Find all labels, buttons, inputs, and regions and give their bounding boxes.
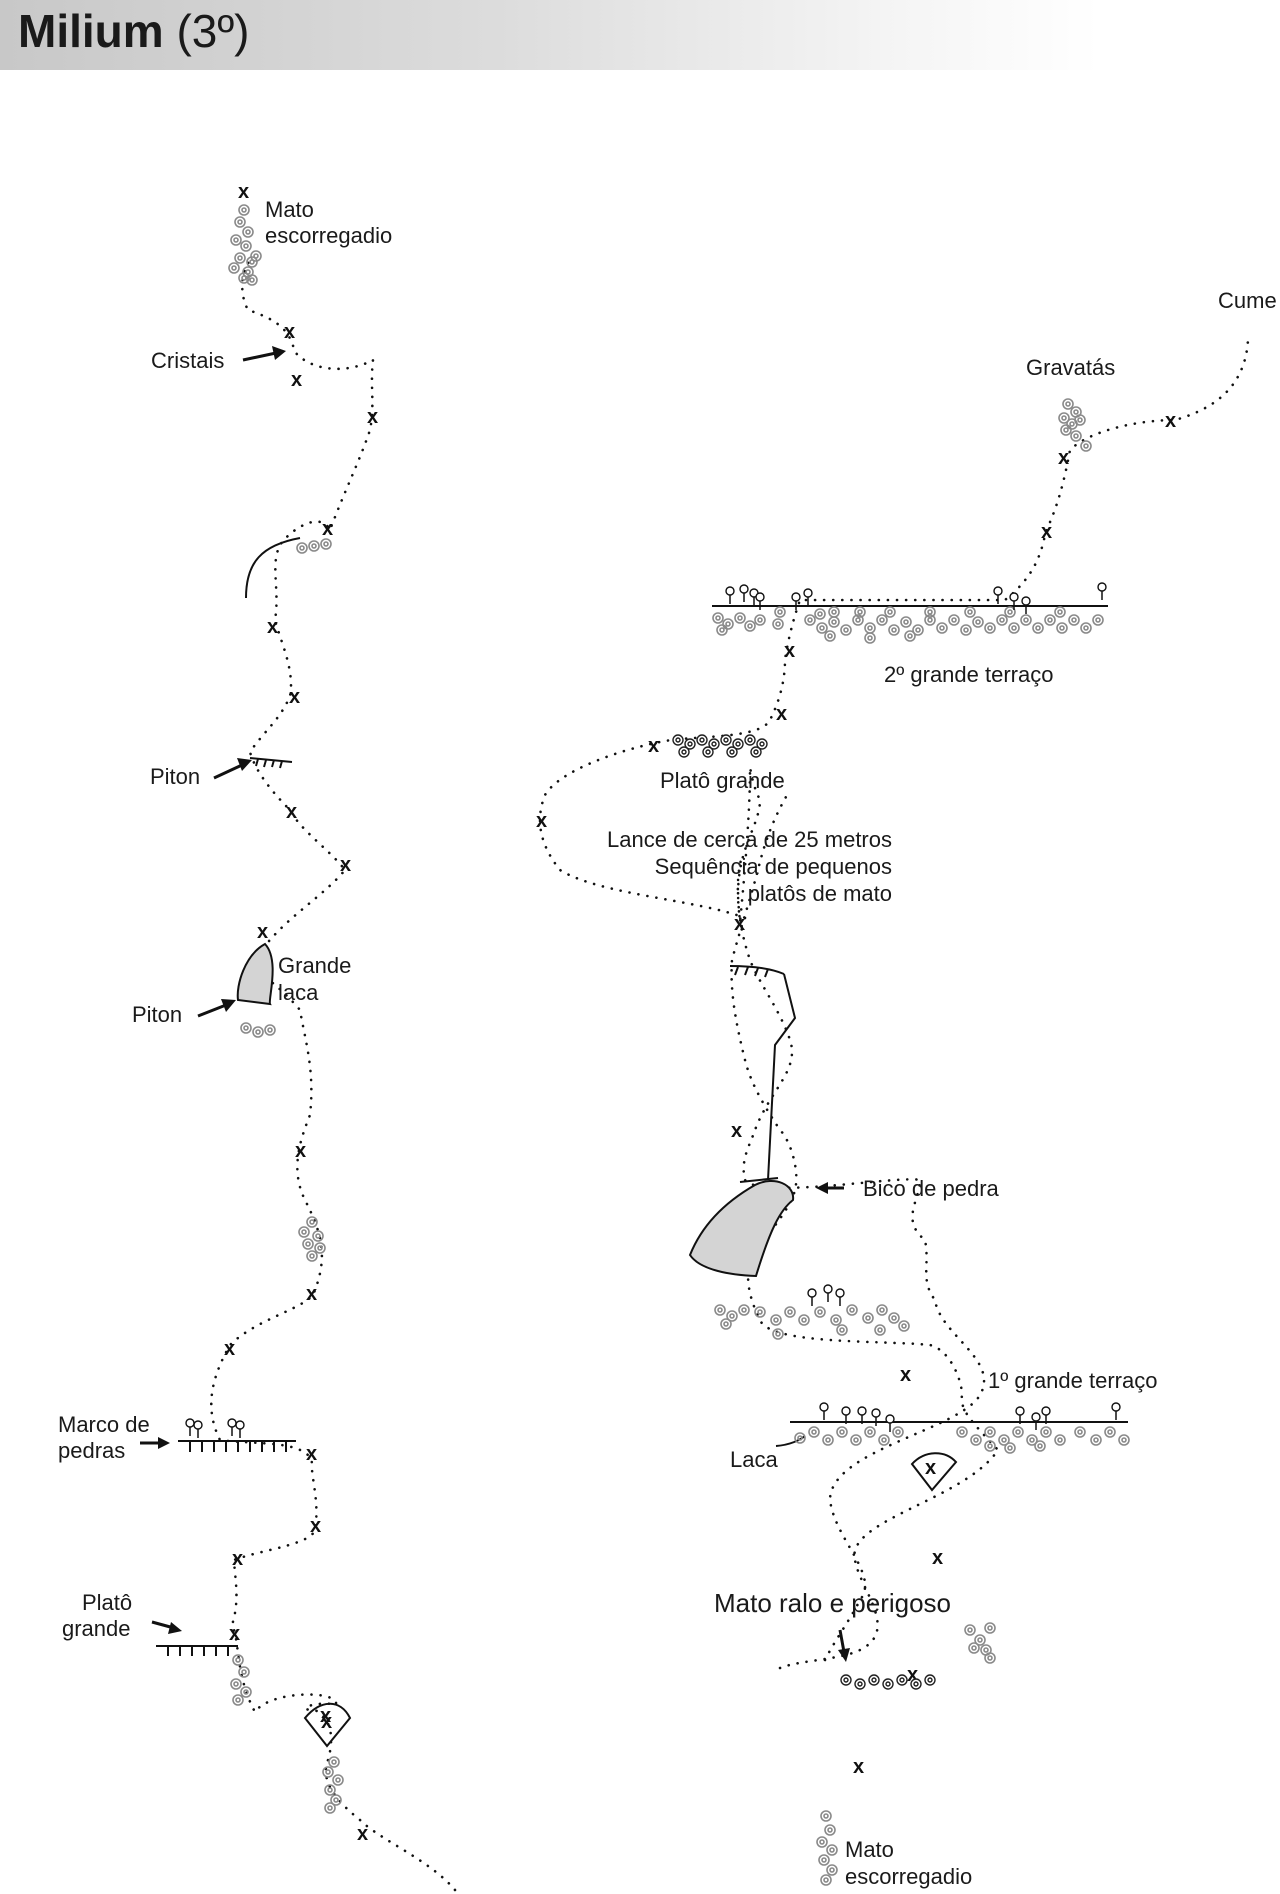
- page-header: Milium (3º): [0, 0, 1100, 70]
- route-grade: (3º): [176, 5, 250, 57]
- bolt-x-icon: x: [224, 1338, 235, 1360]
- bolt-x-icon: x: [1058, 447, 1069, 469]
- bolts-right: x x x x x x x x x x x x x: [536, 410, 1176, 1778]
- plato-grande-ledge-left: [156, 1645, 238, 1656]
- bolt-x-icon: x: [229, 1623, 240, 1645]
- bolt-x-icon: x: [932, 1547, 943, 1569]
- page-title: Milium (3º): [18, 4, 249, 58]
- label-cristais: Cristais: [151, 348, 224, 373]
- bush-cluster-top-left: [228, 204, 262, 286]
- bush-cluster-below-bico: [714, 1284, 910, 1340]
- bolt-x-icon: x: [295, 1140, 306, 1162]
- bolt-x-icon: x: [284, 321, 295, 343]
- marco-de-pedras-ledge: [178, 1418, 296, 1452]
- anchor-icon: x: [910, 1452, 958, 1492]
- label-primeiro-terraco: 1º grande terraço: [988, 1368, 1157, 1393]
- crack-flake-left: [245, 537, 301, 599]
- bolt-x-icon: x: [238, 181, 249, 203]
- bush-cluster-crack: [296, 538, 332, 554]
- svg-text:x: x: [321, 1711, 332, 1733]
- label-bico-de-pedra: Bico de pedra: [863, 1176, 1000, 1201]
- grande-laca-rock: [236, 942, 274, 1006]
- primeiro-terraco-ledge: [775, 1402, 1130, 1454]
- svg-text:x: x: [925, 1457, 936, 1479]
- piton-icon: [729, 965, 785, 978]
- bolt-x-icon: x: [310, 1515, 321, 1537]
- bolt-x-icon: x: [320, 1705, 331, 1727]
- bico-de-pedra-rock: [688, 1180, 795, 1278]
- piton-icon: [249, 757, 293, 769]
- arrow-marco: [140, 1437, 170, 1449]
- bush-cluster-bottom-left: [322, 1756, 344, 1814]
- bolt-x-icon: x: [907, 1664, 918, 1686]
- arrow-cristais: [242, 346, 286, 362]
- crack-line-right: [767, 973, 797, 1181]
- bolt-x-icon: x: [536, 810, 547, 832]
- bolt-x-icon: x: [648, 735, 659, 757]
- bolt-x-icon: x: [1041, 521, 1052, 543]
- label-laca: Laca: [730, 1447, 778, 1472]
- route-name: Milium: [18, 5, 164, 57]
- label-piton-2: Piton: [132, 1002, 182, 1027]
- label-gravatas: Gravatás: [1026, 355, 1115, 380]
- bolt-x-icon: x: [322, 518, 333, 540]
- bolt-x-icon: x: [232, 1548, 243, 1570]
- label-cume: Cume: [1218, 288, 1277, 313]
- bolt-x-icon: x: [267, 616, 278, 638]
- bolt-x-icon: x: [776, 703, 787, 725]
- label-piton-1: Piton: [150, 764, 200, 789]
- bolts-left: x x x x x x x x x x x x x x x x x x x: [224, 181, 378, 1845]
- bolt-x-icon: x: [257, 921, 268, 943]
- bolt-x-icon: x: [731, 1120, 742, 1142]
- label-plato-grande-right: Platô grande: [660, 768, 785, 793]
- bolt-x-icon: x: [289, 686, 300, 708]
- bolt-x-icon: x: [340, 854, 351, 876]
- bush-cluster-mid-left: [298, 1216, 326, 1262]
- bolt-x-icon: x: [853, 1756, 864, 1778]
- label-segundo-terraco: 2º grande terraço: [884, 662, 1053, 687]
- bolt-x-icon: x: [357, 1823, 368, 1845]
- arrow-mato-ralo: [838, 1629, 850, 1662]
- bolt-x-icon: x: [784, 640, 795, 662]
- bush-cluster-laca: [240, 1022, 276, 1038]
- bolt-x-icon: x: [286, 801, 297, 823]
- segundo-terraco-ledge: [712, 582, 1108, 644]
- bolt-x-icon: x: [306, 1283, 317, 1305]
- bolt-x-icon: x: [291, 369, 302, 391]
- bush-cluster-gravatas: [1058, 398, 1092, 452]
- anchor-icon: x: [303, 1702, 352, 1748]
- bush-cluster-bottom-right: [816, 1810, 838, 1886]
- arrow-bico: [816, 1182, 844, 1194]
- bolt-x-icon: x: [900, 1364, 911, 1386]
- bolt-x-icon: x: [306, 1443, 317, 1465]
- arrow-piton-2: [197, 999, 236, 1018]
- bolt-x-icon: x: [367, 406, 378, 428]
- bush-cluster-mato-ralo: [840, 1622, 996, 1690]
- arrow-plato-left: [151, 1620, 182, 1634]
- bush-cluster-low-left: [230, 1654, 252, 1706]
- label-mato-ralo: Mato ralo e perigoso: [714, 1588, 951, 1618]
- arrow-piton-1: [213, 758, 252, 780]
- route-line-left: [210, 258, 457, 1892]
- bolt-x-icon: x: [734, 913, 745, 935]
- bolt-x-icon: x: [1165, 410, 1176, 432]
